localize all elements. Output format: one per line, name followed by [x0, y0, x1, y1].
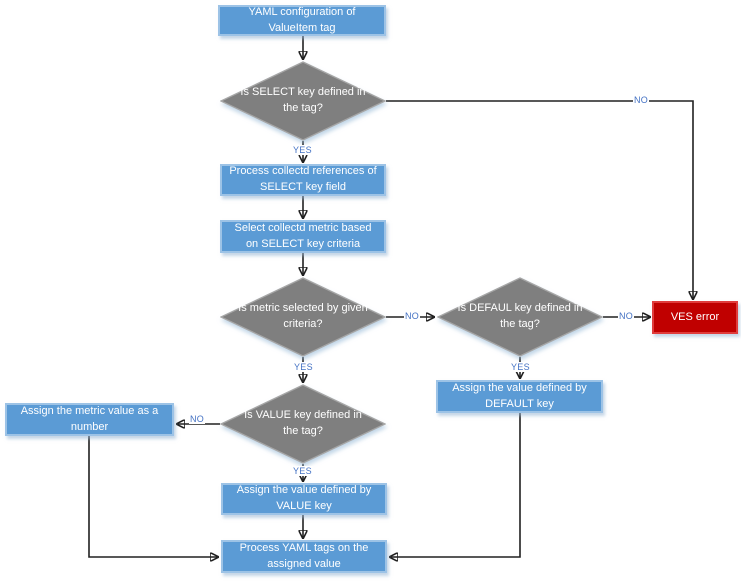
connector-assigndefault-to-process — [390, 413, 521, 557]
node-process-yaml-tags-label: Process YAML tags on the assigned value — [239, 541, 369, 570]
decision-value-key: Is VALUE key defined in the tag? — [220, 384, 386, 464]
diamond-shape — [220, 61, 386, 141]
diamond-shape — [220, 384, 386, 464]
decision-value-key-label: Is VALUE key defined in the tag? — [244, 409, 362, 437]
node-assign-value-label: Assign the value defined by VALUE key — [236, 484, 372, 512]
decision-select-key-label: Is SELECT key defined in the tag? — [240, 86, 366, 114]
node-assign-metric-label: Assign the metric value as a number — [20, 404, 159, 433]
edge-label-yes-select: YES — [292, 145, 313, 155]
node-process-references-label: Process collectd references of SELECT ke… — [229, 165, 377, 193]
node-ves-error-label: VES error — [670, 310, 720, 323]
decision-default-key: Is DEFAUL key defined in the tag? — [437, 277, 603, 357]
node-assign-default: Assign the value defined by DEFAULT key — [436, 380, 603, 413]
node-process-references: Process collectd references of SELECT ke… — [220, 164, 386, 196]
edge-label-no-metric: NO — [404, 311, 421, 321]
edge-label-yes-value: YES — [292, 466, 313, 476]
decision-default-key-label: Is DEFAUL key defined in the tag? — [457, 302, 583, 330]
edge-label-no-value: NO — [189, 414, 206, 424]
node-select-metric-label: Select collectd metric based on SELECT k… — [234, 221, 372, 250]
node-assign-metric: Assign the metric value as a number — [5, 403, 174, 436]
edge-label-yes-metric: YES — [293, 362, 314, 372]
node-yaml-config-label: YAML configuration of ValueItem tag — [248, 5, 356, 34]
node-select-metric: Select collectd metric based on SELECT k… — [220, 220, 386, 253]
node-ves-error: VES error — [652, 301, 738, 334]
node-yaml-config: YAML configuration of ValueItem tag — [218, 5, 386, 36]
connector-select-no-to-ves — [386, 100, 693, 299]
connector-assignmetric-to-process — [88, 436, 218, 557]
edge-label-yes-default: YES — [510, 362, 531, 372]
decision-metric-selected-label: Is metric selected by given criteria? — [238, 302, 368, 330]
diamond-shape — [437, 277, 603, 357]
diamond-shape — [220, 277, 386, 357]
node-process-yaml-tags: Process YAML tags on the assigned value — [221, 540, 387, 573]
node-assign-value: Assign the value defined by VALUE key — [221, 483, 387, 515]
edge-label-no-default: NO — [618, 311, 635, 321]
decision-select-key: Is SELECT key defined in the tag? — [220, 61, 386, 141]
node-assign-default-label: Assign the value defined by DEFAULT key — [452, 381, 587, 410]
decision-metric-selected: Is metric selected by given criteria? — [220, 277, 386, 357]
edge-label-no-select: NO — [633, 95, 650, 105]
